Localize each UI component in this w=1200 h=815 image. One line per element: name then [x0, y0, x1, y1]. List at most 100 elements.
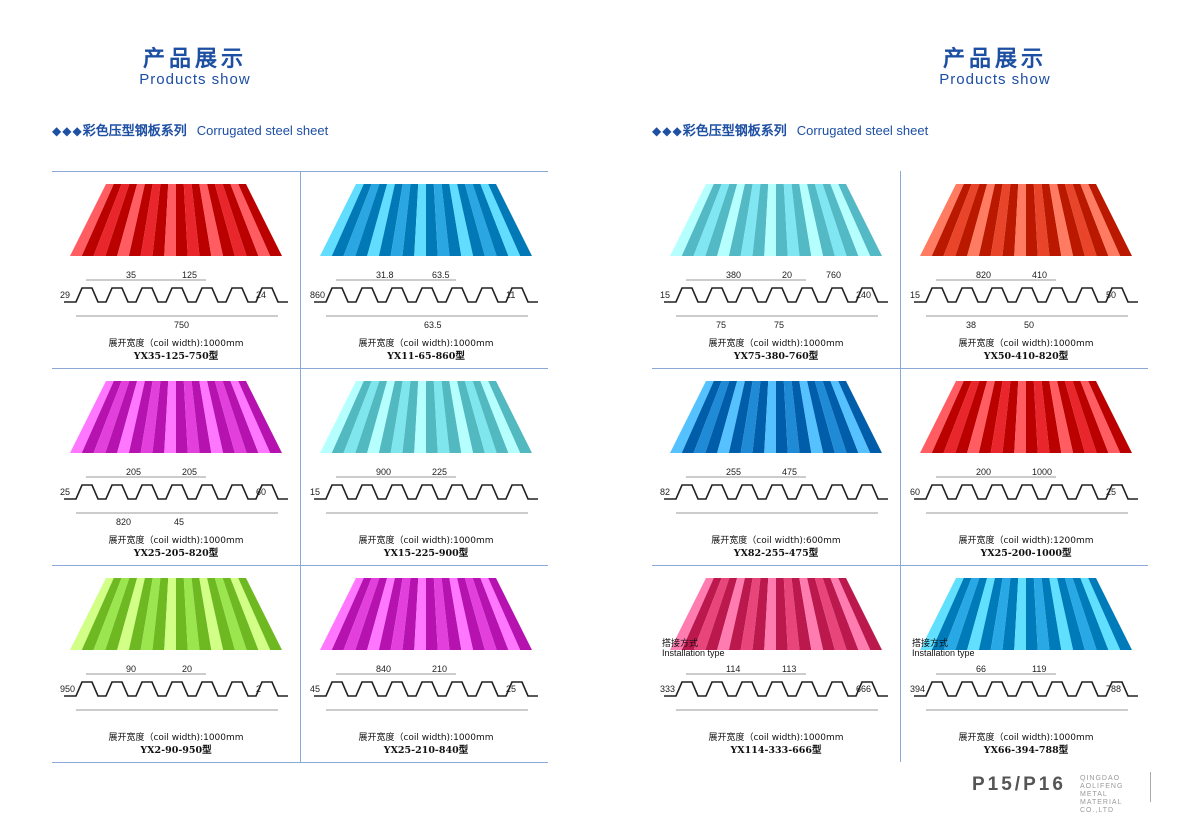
model-number: YX75-380-760型: [733, 351, 819, 362]
sheet-rib: [488, 184, 532, 256]
profile-line: [914, 287, 1138, 303]
sheet-rib: [214, 381, 247, 453]
dimension-label: 410: [1032, 270, 1047, 280]
sheet-rib: [191, 381, 212, 453]
sheet-rib: [199, 381, 224, 453]
dimension-label: 200: [976, 467, 991, 477]
sheet-rib: [814, 578, 847, 650]
dimension-label: 90: [126, 664, 136, 674]
profile-line: [64, 681, 288, 697]
sheet-rib: [117, 184, 145, 256]
sheet-rib: [955, 578, 988, 650]
sheet-rib: [441, 381, 462, 453]
left-header: 产品展示 Products show: [95, 46, 295, 88]
profile-line: [314, 287, 538, 303]
sheet-rib: [705, 381, 738, 453]
sheet-rib: [1064, 381, 1097, 453]
sheet-rib: [320, 184, 364, 256]
sheet-rib: [740, 578, 761, 650]
dimension-label: 25: [506, 684, 516, 694]
sheet-rib: [681, 184, 722, 256]
sheet-rib: [331, 184, 372, 256]
sheet-rib: [343, 578, 380, 650]
profile-line: [914, 484, 1138, 500]
sheet-rib: [943, 381, 980, 453]
sheet-rib: [355, 381, 388, 453]
sheet-rib: [931, 578, 972, 650]
sheet-rib: [807, 381, 835, 453]
sheet-image: [70, 381, 282, 453]
sheet-rib: [207, 578, 235, 650]
sheet-image: [70, 578, 282, 650]
sheet-rib: [426, 381, 438, 453]
dimension-label: 25: [60, 487, 70, 497]
coil-width: 展开宽度（coil width):1000mm: [708, 733, 844, 743]
sheet-rib: [331, 578, 372, 650]
sheet-rib: [814, 184, 847, 256]
sheet-rib: [807, 578, 835, 650]
sheet-rib: [140, 381, 161, 453]
sheet-rib: [717, 184, 745, 256]
sheet-rib: [457, 381, 485, 453]
right-section-en: Corrugated steel sheet: [796, 123, 929, 138]
sheet-rib: [693, 184, 730, 256]
sheet-rib: [920, 184, 964, 256]
sheet-rib: [105, 184, 138, 256]
dimension-label: 210: [432, 664, 447, 674]
model-number: YX82-255-475型: [733, 548, 819, 559]
sheet-rib: [70, 184, 114, 256]
model-number: YX25-210-840型: [383, 745, 469, 756]
dimension-label: 15: [310, 487, 320, 497]
sheet-rib: [1057, 578, 1085, 650]
sheet-rib: [1041, 184, 1062, 256]
profile-line: [314, 681, 538, 697]
sheet-rib: [191, 578, 212, 650]
sheet-rib: [140, 578, 161, 650]
sheet-image: [670, 184, 882, 256]
sheet-image: [920, 184, 1132, 256]
dimension-label: 666: [856, 684, 871, 694]
sheet-rib: [222, 381, 259, 453]
sheet-rib: [164, 381, 176, 453]
sheet-rib: [164, 184, 176, 256]
installation-type-en: Installation type: [662, 648, 725, 658]
left-section-en: Corrugated steel sheet: [196, 123, 329, 138]
sheet-rib: [752, 578, 769, 650]
sheet-rib: [472, 578, 509, 650]
dimension-label: 38: [966, 320, 976, 330]
sheet-rib: [814, 381, 847, 453]
sheet-rib: [1080, 184, 1121, 256]
sheet-rib: [191, 184, 212, 256]
coil-width: 展开宽度（coil width):1000mm: [358, 536, 494, 546]
sheet-rib: [1072, 184, 1109, 256]
sheet-rib: [464, 184, 497, 256]
model-number: YX2-90-950型: [140, 745, 212, 756]
installation-type-cn: 搭接方式: [662, 638, 699, 648]
sheet-rib: [764, 381, 776, 453]
dimension-label: 788: [1106, 684, 1121, 694]
sheet-rib: [1002, 381, 1019, 453]
dimension-label: 63.5: [432, 270, 450, 280]
dimension-label: 45: [174, 517, 184, 527]
dimension-label: 63.5: [424, 320, 442, 330]
sheet-rib: [776, 578, 788, 650]
sheet-rib: [81, 381, 122, 453]
sheet-rib: [367, 184, 395, 256]
sheet-rib: [1088, 184, 1132, 256]
sheet-rib: [978, 578, 1003, 650]
model-number: YX25-200-1000型: [980, 548, 1072, 559]
dimension-label: 75: [774, 320, 784, 330]
coil-width: 展开宽度（coil width):1200mm: [958, 536, 1094, 546]
